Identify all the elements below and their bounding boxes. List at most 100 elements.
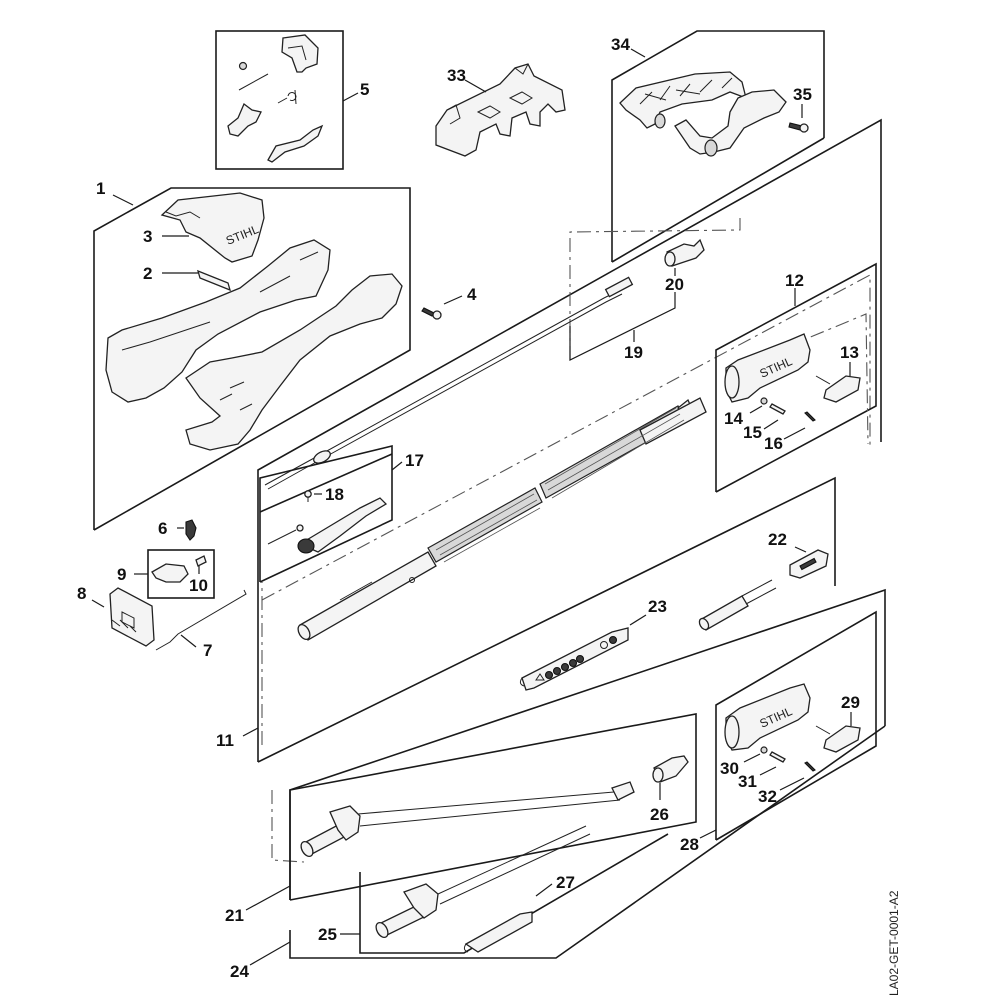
- part-33-holder: [435, 63, 566, 157]
- leader-22: [794, 546, 807, 553]
- safety-icon-3: [560, 662, 570, 672]
- part-34-handle: [619, 71, 787, 157]
- trigger: [267, 124, 324, 163]
- leader-33: [464, 79, 487, 93]
- leader-8: [91, 599, 105, 608]
- part-35-screw: [788, 122, 809, 133]
- part-12-housing: STIHL: [724, 333, 811, 403]
- shaft-collar: [329, 805, 361, 841]
- safety-icon-4: [568, 658, 578, 668]
- callout-32: 32: [758, 787, 777, 806]
- leader-1: [112, 194, 134, 206]
- leader-27: [535, 883, 553, 897]
- shaft-tube-upper: [639, 397, 707, 445]
- callout-8: 8: [77, 584, 86, 603]
- callout-23: 23: [648, 597, 667, 616]
- part-21-shaft: [300, 781, 635, 858]
- drawing-code: LA02-GET-0001-A2: [887, 890, 901, 996]
- callout-24: 24: [230, 962, 249, 981]
- handle-grip-left: [619, 71, 747, 129]
- group-24-frame: [289, 725, 886, 959]
- callout-17: 17: [405, 451, 424, 470]
- part-4-screw: [421, 307, 442, 320]
- lockout-lever: [227, 102, 262, 137]
- leader-17: [391, 461, 403, 471]
- part-18-screw: [304, 490, 312, 502]
- callout-7: 7: [203, 641, 212, 660]
- leader-11: [242, 727, 259, 737]
- callout-15: 15: [743, 423, 762, 442]
- group-11-lower-outline: [257, 476, 836, 763]
- callout-2: 2: [143, 264, 152, 283]
- callout-22: 22: [768, 530, 787, 549]
- callout-14: 14: [724, 409, 743, 428]
- part-32-screw: [804, 761, 816, 772]
- group-5: [215, 30, 344, 170]
- callout-34: 34: [611, 35, 630, 54]
- part-23-label-sticker: [519, 627, 629, 691]
- leader-15: [763, 419, 779, 430]
- group-19-bracket: [569, 292, 676, 361]
- part-31-bolt: [769, 751, 786, 763]
- callout-9: 9: [117, 565, 126, 584]
- safety-icon-2: [552, 666, 562, 676]
- spring: [277, 89, 297, 105]
- group-5-frame: [215, 30, 344, 170]
- housing-half-a: [105, 239, 331, 403]
- callout-30: 30: [720, 759, 739, 778]
- leader-34: [630, 48, 646, 58]
- part-22-clip: [789, 549, 829, 579]
- part-13-knob: [815, 375, 861, 403]
- cover: [160, 192, 265, 263]
- group-17-divider: [259, 453, 393, 513]
- foam-grip-a: [427, 487, 543, 563]
- group-1-frame: [93, 187, 411, 531]
- small-nut: [238, 61, 248, 71]
- part-17-switch-assembly: [267, 497, 388, 554]
- shaft-tube-lower: [299, 551, 437, 641]
- part-30-washer: [760, 746, 768, 754]
- dash-group-19: [569, 218, 741, 360]
- shaft-collar-2: [403, 883, 439, 919]
- callout-28: 28: [680, 835, 699, 854]
- leader-30: [743, 753, 761, 763]
- leader-21: [245, 885, 291, 911]
- callout-18: 18: [325, 485, 344, 504]
- callout-27: 27: [556, 873, 575, 892]
- leader-4: [443, 295, 463, 305]
- part-9-switch-lever: [151, 563, 189, 583]
- part-10-pin: [195, 555, 207, 567]
- callout-25: 25: [318, 925, 337, 944]
- callout-20: 20: [665, 275, 684, 294]
- part-3-cover: STIHL: [160, 192, 265, 263]
- switch-housing: [281, 34, 319, 73]
- cable-harness: [264, 276, 634, 490]
- part-16-screw: [804, 411, 816, 422]
- callout-11: 11: [216, 731, 234, 750]
- part-1-housing-right: [185, 273, 403, 451]
- group-28-frame: [715, 610, 877, 841]
- housing-half-b: [185, 273, 403, 451]
- leader-23: [629, 614, 647, 626]
- part-15-bolt: [769, 403, 786, 415]
- group-12-frame: [715, 262, 877, 493]
- group-25-frame: [359, 833, 669, 954]
- callout-29: 29: [841, 693, 860, 712]
- callout-3: 3: [143, 227, 152, 246]
- cable-connector: [604, 276, 634, 298]
- callout-12: 12: [785, 271, 804, 290]
- pin: [238, 73, 269, 91]
- callout-4: 4: [467, 285, 477, 304]
- safety-icon-1: [544, 670, 554, 680]
- leader-5: [342, 92, 359, 102]
- leader-31: [759, 766, 777, 776]
- callout-31: 31: [738, 772, 757, 791]
- callout-16: 16: [764, 434, 783, 453]
- group-28-outer-frame: [289, 588, 886, 900]
- holder-body: [435, 63, 566, 157]
- callout-19: 19: [624, 343, 643, 362]
- part-8-control-module: [109, 587, 155, 647]
- part-14-washer: [760, 397, 768, 405]
- safety-icon-5: [575, 654, 585, 664]
